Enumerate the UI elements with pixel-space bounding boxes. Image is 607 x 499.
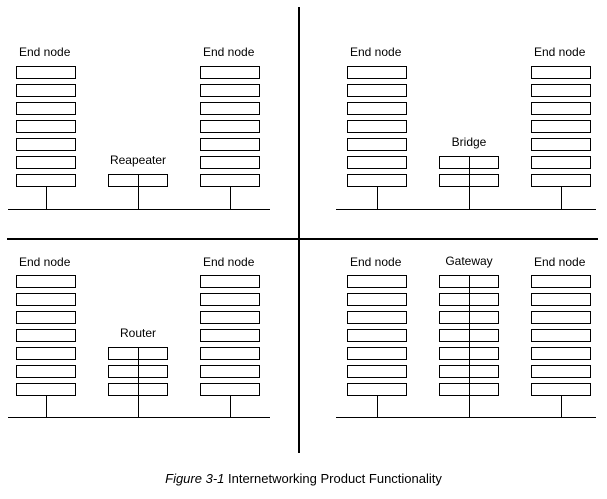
- protocol-layer-box: [531, 347, 591, 360]
- end-node-bus-connector: [46, 396, 47, 417]
- device-center-line: [469, 275, 470, 417]
- protocol-layer-box: [531, 383, 591, 396]
- end-node-label-left: End node: [19, 45, 71, 59]
- protocol-layer-box: [347, 156, 407, 169]
- network-bus-line: [8, 417, 270, 418]
- device-center-line: [138, 174, 139, 209]
- protocol-layer-box: [16, 329, 76, 342]
- end-node-label-right: End node: [534, 255, 586, 269]
- protocol-layer-box: [531, 138, 591, 151]
- protocol-layer-box: [347, 383, 407, 396]
- end-node-label-right: End node: [534, 45, 586, 59]
- protocol-layer-box: [531, 120, 591, 133]
- protocol-layer-box: [16, 84, 76, 97]
- protocol-layer-box: [531, 365, 591, 378]
- figure-caption-number: Figure 3-1: [165, 471, 225, 486]
- protocol-layer-box: [531, 174, 591, 187]
- protocol-layer-box: [16, 120, 76, 133]
- protocol-layer-box: [16, 347, 76, 360]
- protocol-layer-box: [16, 275, 76, 288]
- protocol-layer-box: [531, 275, 591, 288]
- protocol-layer-box: [200, 365, 260, 378]
- end-node-bus-connector: [46, 187, 47, 209]
- protocol-layer-box: [16, 102, 76, 115]
- protocol-layer-box: [531, 102, 591, 115]
- protocol-layer-box: [347, 275, 407, 288]
- protocol-layer-box: [16, 383, 76, 396]
- device-center-line: [469, 156, 470, 209]
- protocol-layer-box: [16, 365, 76, 378]
- protocol-layer-box: [531, 84, 591, 97]
- protocol-layer-box: [531, 311, 591, 324]
- protocol-layer-box: [200, 174, 260, 187]
- protocol-layer-box: [531, 156, 591, 169]
- horizontal-divider: [7, 238, 598, 240]
- protocol-layer-box: [347, 120, 407, 133]
- protocol-layer-box: [531, 293, 591, 306]
- end-node-label-left: End node: [19, 255, 71, 269]
- figure-caption: Figure 3-1 Internetworking Product Funct…: [0, 471, 607, 486]
- protocol-layer-box: [200, 66, 260, 79]
- protocol-layer-box: [16, 293, 76, 306]
- device-label: Router: [119, 326, 157, 340]
- protocol-layer-box: [531, 66, 591, 79]
- protocol-layer-box: [200, 293, 260, 306]
- end-node-label-left: End node: [350, 255, 402, 269]
- end-node-label-right: End node: [203, 45, 255, 59]
- protocol-layer-box: [200, 138, 260, 151]
- protocol-layer-box: [16, 156, 76, 169]
- protocol-layer-box: [347, 66, 407, 79]
- figure-caption-title: Internetworking Product Functionality: [224, 471, 442, 486]
- protocol-layer-box: [200, 329, 260, 342]
- protocol-layer-box: [347, 174, 407, 187]
- protocol-layer-box: [347, 293, 407, 306]
- end-node-bus-connector: [377, 396, 378, 417]
- protocol-layer-box: [200, 383, 260, 396]
- device-label: Reapeater: [109, 153, 167, 167]
- end-node-label-right: End node: [203, 255, 255, 269]
- network-bus-line: [336, 417, 596, 418]
- protocol-layer-box: [16, 311, 76, 324]
- protocol-layer-box: [347, 102, 407, 115]
- protocol-layer-box: [200, 120, 260, 133]
- vertical-divider: [298, 7, 300, 453]
- protocol-layer-box: [200, 84, 260, 97]
- end-node-label-left: End node: [350, 45, 402, 59]
- protocol-layer-box: [200, 347, 260, 360]
- device-center-line: [138, 347, 139, 417]
- protocol-layer-box: [200, 156, 260, 169]
- protocol-layer-box: [347, 84, 407, 97]
- protocol-layer-box: [16, 66, 76, 79]
- end-node-bus-connector: [561, 396, 562, 417]
- end-node-bus-connector: [230, 187, 231, 209]
- protocol-layer-box: [347, 365, 407, 378]
- protocol-layer-box: [16, 138, 76, 151]
- protocol-layer-box: [347, 329, 407, 342]
- protocol-layer-box: [347, 138, 407, 151]
- device-label: Gateway: [445, 254, 493, 268]
- protocol-layer-box: [347, 347, 407, 360]
- network-bus-line: [8, 209, 270, 210]
- network-bus-line: [336, 209, 596, 210]
- end-node-bus-connector: [377, 187, 378, 209]
- protocol-layer-box: [200, 311, 260, 324]
- device-label: Bridge: [451, 135, 487, 149]
- protocol-layer-box: [200, 275, 260, 288]
- protocol-layer-box: [16, 174, 76, 187]
- protocol-layer-box: [347, 311, 407, 324]
- protocol-layer-box: [531, 329, 591, 342]
- protocol-layer-box: [200, 102, 260, 115]
- end-node-bus-connector: [561, 187, 562, 209]
- end-node-bus-connector: [230, 396, 231, 417]
